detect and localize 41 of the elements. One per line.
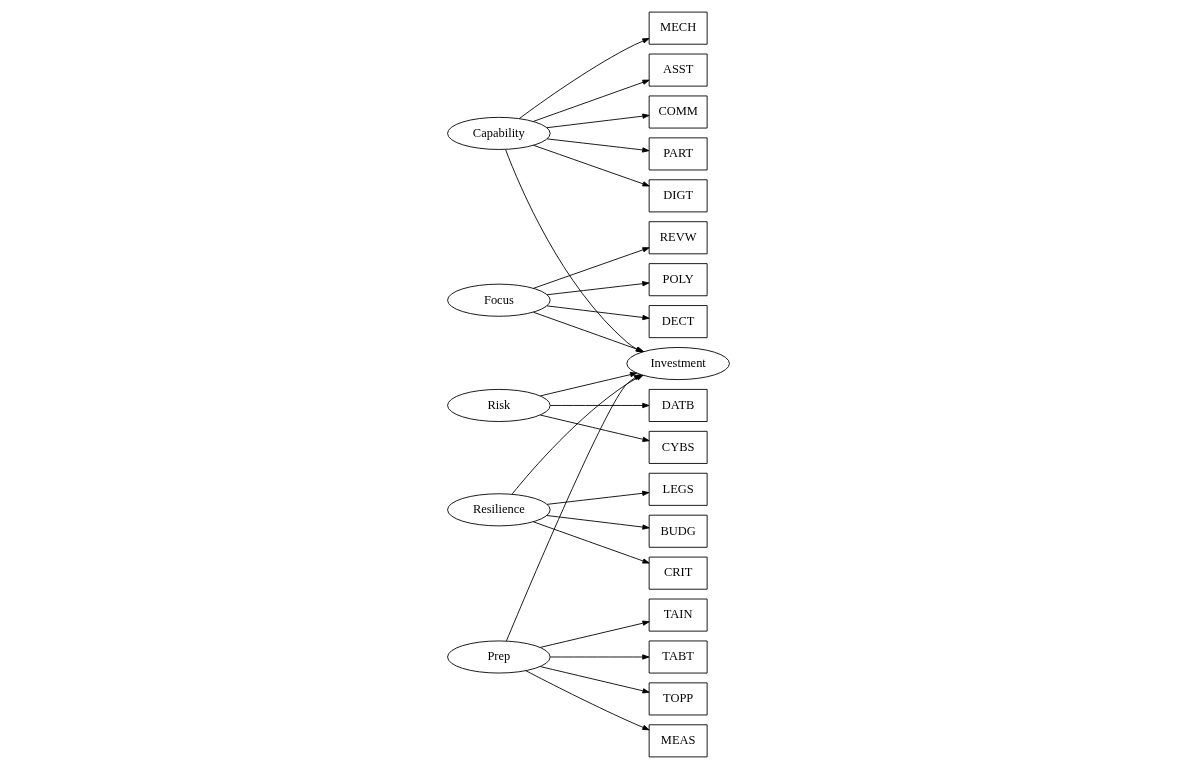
arrow — [533, 521, 650, 564]
arrow — [549, 402, 650, 409]
arrow — [540, 414, 650, 442]
arrow — [546, 138, 650, 153]
node-box: POLY — [648, 263, 708, 297]
node-box: TAIN — [648, 598, 708, 632]
node-box: MECH — [648, 11, 708, 45]
arrow — [546, 113, 650, 129]
node-box: PART — [648, 137, 708, 171]
arrow — [506, 374, 641, 642]
node-box: LEGS — [648, 472, 708, 506]
node-box: DIGT — [648, 179, 708, 213]
node-box: COMM — [648, 95, 708, 129]
arrow — [546, 490, 650, 505]
node-box: CYBS — [648, 430, 708, 464]
arrow — [533, 79, 650, 122]
arrow — [540, 666, 650, 694]
arrow — [533, 144, 650, 187]
arrow — [540, 371, 638, 397]
arrow — [518, 38, 650, 120]
arrow — [525, 670, 650, 731]
node-ellipse: Risk — [447, 388, 551, 422]
arrow — [549, 654, 650, 660]
arrow — [546, 305, 650, 321]
arrow — [533, 247, 650, 289]
node-box: BUDG — [648, 514, 708, 548]
node-box: REVW — [648, 221, 708, 255]
node-ellipse: Prep — [447, 640, 551, 674]
arrow — [546, 281, 650, 296]
node-box: DECT — [648, 305, 708, 339]
node-box: CRIT — [648, 556, 708, 590]
node-box: TOPP — [648, 682, 708, 716]
arrow — [540, 620, 650, 648]
arrow — [546, 515, 650, 530]
node-ellipse: Capability — [447, 116, 551, 150]
node-ellipse: Resilience — [447, 493, 551, 527]
node-box: ASST — [648, 53, 708, 87]
node-box: DATB — [648, 388, 708, 422]
node-box: MEAS — [648, 724, 708, 758]
node-ellipse: Focus — [447, 283, 551, 317]
node-box: TABT — [648, 640, 708, 674]
